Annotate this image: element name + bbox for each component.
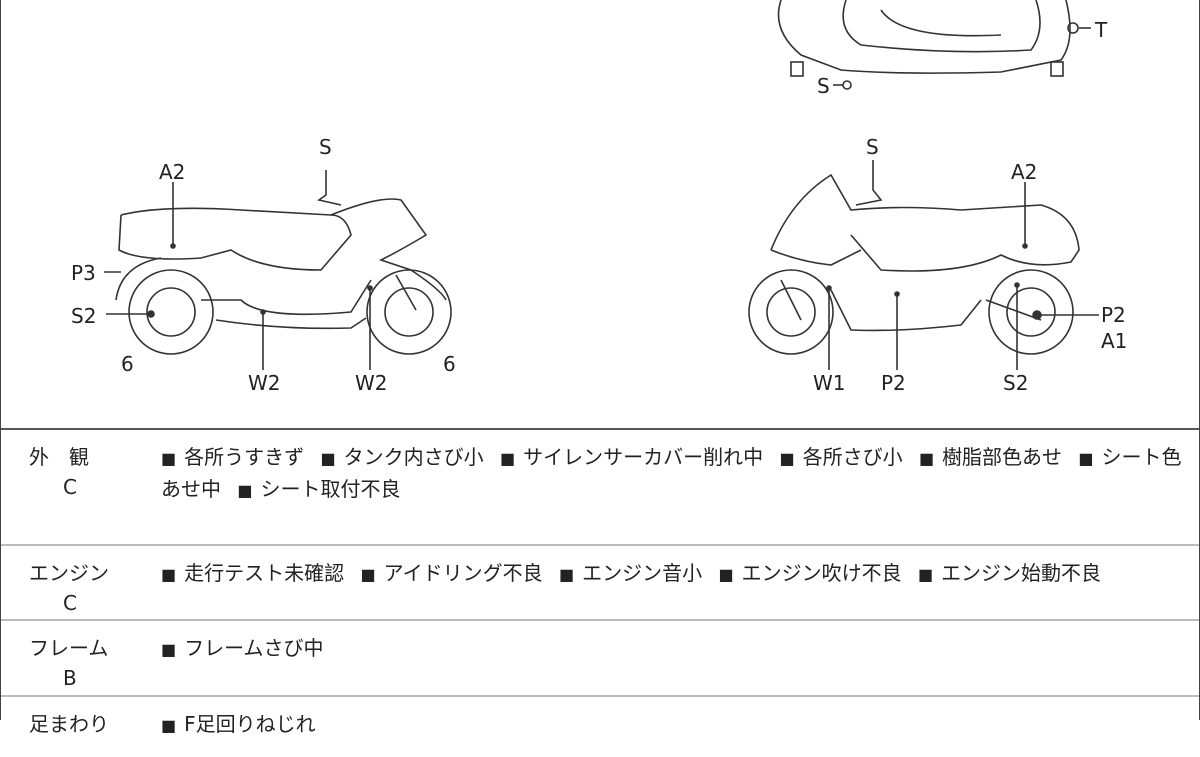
item-list: ■ 各所うすきず ■ タンク内さび小 ■ サイレンサーカバー削れ中 ■ 各所さび小 ■ 樹… bbox=[161, 442, 1189, 506]
finding-text: 各所さび小 bbox=[802, 445, 903, 469]
finding-text: 走行テスト未確認 bbox=[184, 561, 345, 585]
finding-item: ■ 走行テスト未確認 bbox=[161, 561, 344, 585]
bullet-square-icon: ■ bbox=[558, 565, 575, 584]
bullet-square-icon: ■ bbox=[161, 449, 177, 468]
finding-item: ■ フレームさび中 bbox=[161, 636, 324, 660]
finding-item: ■ 各所うすきず bbox=[161, 445, 304, 469]
label-w1: W1 bbox=[813, 371, 846, 395]
finding-item: ■ アイドリング不良 bbox=[360, 561, 542, 585]
label-6-rear: 6 bbox=[121, 352, 134, 376]
label-a1: A1 bbox=[1101, 329, 1128, 353]
bullet-square-icon: ■ bbox=[360, 565, 376, 584]
grade: B bbox=[63, 666, 77, 690]
bullet-square-icon: ■ bbox=[161, 565, 177, 584]
finding-item: ■シート色あせ中 bbox=[161, 445, 1182, 501]
label-s2: S2 bbox=[71, 304, 97, 328]
label-6-front: 6 bbox=[443, 352, 456, 376]
bullet-square-icon: ■ bbox=[161, 640, 177, 659]
label-w2: W2 bbox=[355, 371, 388, 395]
finding-text: サイレンサーカバー削れ中 bbox=[523, 445, 764, 469]
label-s-top: S bbox=[817, 74, 830, 98]
label-s2: S2 bbox=[1003, 371, 1029, 395]
label-s: S bbox=[866, 135, 879, 159]
damage-diagram: T S S A2 P3 S2 6 W2 W2 6 S A2 P2 A1 W1 P… bbox=[1, 0, 1199, 430]
label-a2: A2 bbox=[159, 160, 186, 184]
finding-item: ■ エンジン吹け不良 bbox=[718, 561, 901, 585]
bullet-square-icon: ■ bbox=[320, 449, 336, 468]
finding-text: エンジン音小 bbox=[582, 561, 703, 585]
finding-text: タンク内さび小 bbox=[343, 445, 484, 469]
finding-item: ■ 樹脂部色あせ bbox=[919, 445, 1062, 469]
label-w2: W2 bbox=[248, 371, 281, 395]
category-label: 足まわり bbox=[29, 712, 109, 736]
row-exterior: 外 観 C ■ 各所うすきず ■ タンク内さび小 ■ サイレンサーカバー削れ中 ■ 各所さ… bbox=[1, 430, 1199, 546]
bullet-square-icon: ■ bbox=[161, 716, 177, 735]
finding-item: ■ エンジン音小 bbox=[559, 561, 702, 585]
grade: C bbox=[63, 591, 77, 615]
category-label: 外 観 bbox=[29, 445, 89, 469]
scooter-top-view bbox=[777, 0, 1091, 90]
finding-item: ■ タンク内さび小 bbox=[320, 445, 483, 469]
category-label: エンジン bbox=[29, 561, 109, 585]
bullet-square-icon: ■ bbox=[918, 449, 935, 468]
finding-item: ■ シート取付不良 bbox=[237, 477, 400, 501]
item-list: ■ F足回りねじれ bbox=[161, 709, 1189, 741]
grade: C bbox=[63, 475, 77, 499]
row-suspension: 足まわり ■ F足回りねじれ bbox=[1, 697, 1199, 757]
label-p2: P2 bbox=[1101, 303, 1126, 327]
row-engine: エンジン C ■ 走行テスト未確認 ■ アイドリング不良 ■ エンジン音小 ■ エンジン吹… bbox=[1, 546, 1199, 621]
finding-text: F足回りねじれ bbox=[184, 712, 316, 736]
label-p2: P2 bbox=[881, 371, 906, 395]
label-t: T bbox=[1095, 18, 1108, 42]
scooter-left-view bbox=[104, 170, 452, 370]
finding-text: 樹脂部色あせ bbox=[942, 445, 1063, 469]
bullet-square-icon: ■ bbox=[499, 449, 516, 468]
finding-text: エンジン吹け不良 bbox=[741, 561, 902, 585]
scooter-illustrations bbox=[104, 0, 1099, 370]
finding-item: ■ サイレンサーカバー削れ中 bbox=[500, 445, 763, 469]
bullet-square-icon: ■ bbox=[1078, 449, 1094, 468]
label-p3: P3 bbox=[71, 261, 96, 285]
item-list: ■ 走行テスト未確認 ■ アイドリング不良 ■ エンジン音小 ■ エンジン吹け不良 ■ エ… bbox=[161, 558, 1189, 590]
item-list: ■ フレームさび中 bbox=[161, 633, 1189, 665]
bullet-square-icon: ■ bbox=[917, 565, 934, 584]
bullet-square-icon: ■ bbox=[237, 481, 253, 500]
finding-text: フレームさび中 bbox=[184, 636, 324, 660]
finding-text: シート取付不良 bbox=[260, 477, 401, 501]
finding-item: ■ エンジン始動不良 bbox=[918, 561, 1101, 585]
finding-item: ■ 各所さび小 bbox=[779, 445, 902, 469]
finding-item: ■ F足回りねじれ bbox=[161, 712, 316, 736]
category-label: フレーム bbox=[29, 636, 109, 660]
label-s: S bbox=[319, 135, 332, 159]
finding-text: 各所うすきず bbox=[184, 445, 305, 469]
finding-text: エンジン始動不良 bbox=[941, 561, 1102, 585]
bullet-square-icon: ■ bbox=[718, 565, 734, 584]
bullet-square-icon: ■ bbox=[779, 449, 795, 468]
finding-text: シート色あせ中 bbox=[161, 445, 1182, 501]
label-a2: A2 bbox=[1011, 160, 1038, 184]
scooter-right-view bbox=[748, 160, 1099, 370]
inspection-sheet: T S S A2 P3 S2 6 W2 W2 6 S A2 P2 A1 W1 P… bbox=[0, 0, 1200, 736]
finding-text: アイドリング不良 bbox=[383, 561, 543, 585]
row-frame: フレーム B ■ フレームさび中 bbox=[1, 621, 1199, 697]
